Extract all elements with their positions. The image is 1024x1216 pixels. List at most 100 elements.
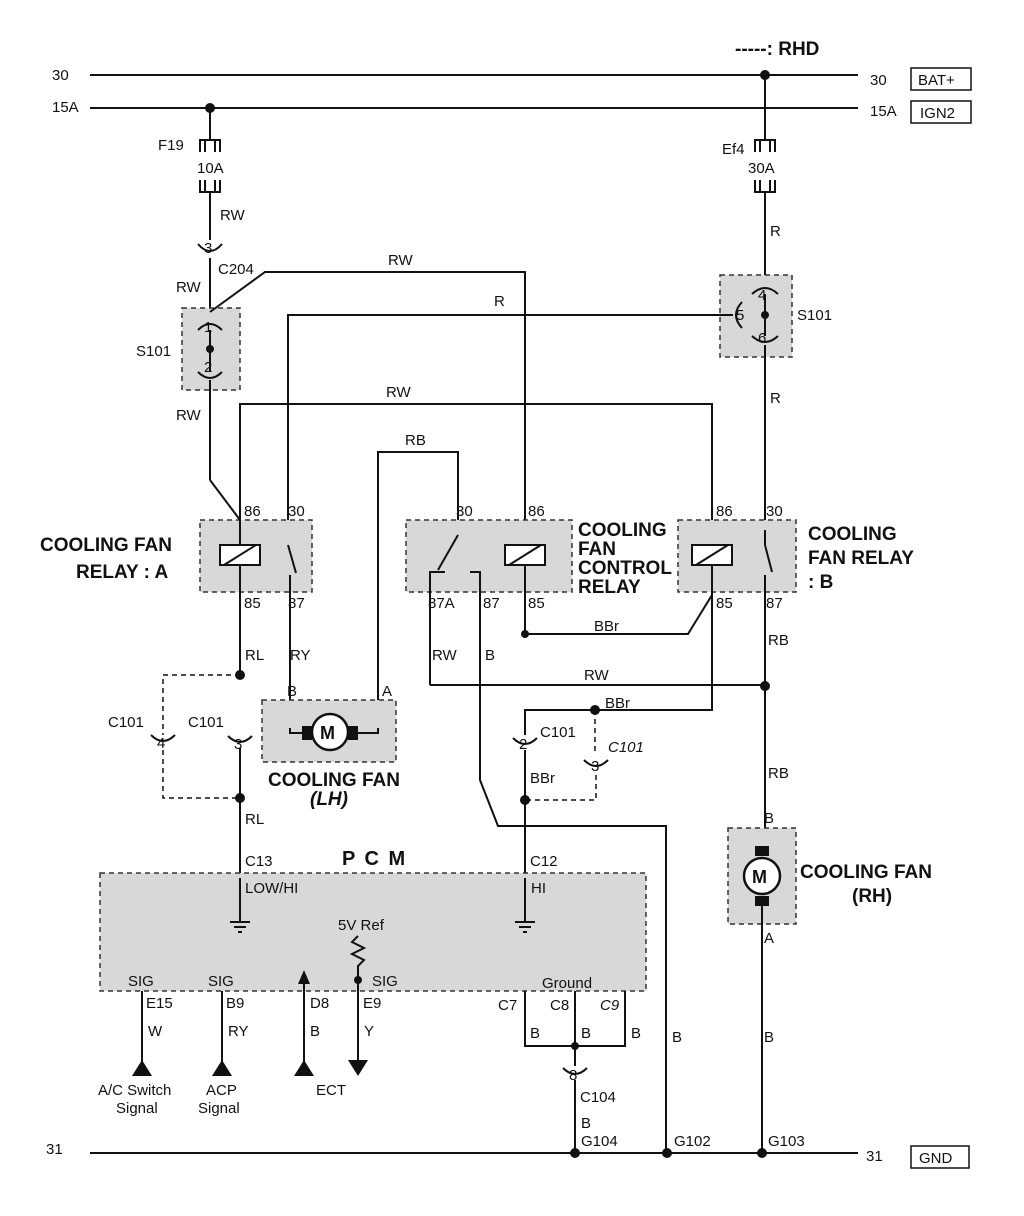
ac-switch-signal: A/C Switch (98, 1082, 171, 1099)
cooling-fan-control-relay: 30 86 87A 87 85 (405, 503, 667, 1153)
fan-rh-label: COOLING FAN (800, 862, 932, 883)
svg-text:Ground: Ground (542, 975, 592, 992)
cooling-fan-relay-b: 86 30 85 87 (677, 503, 797, 850)
svg-text:IGN2: IGN2 (920, 105, 955, 122)
svg-text:BAT+: BAT+ (918, 72, 955, 89)
svg-text:BBr: BBr (594, 618, 619, 635)
svg-text:30: 30 (456, 503, 473, 520)
svg-text:C101: C101 (108, 714, 144, 731)
svg-text:15A: 15A (52, 99, 79, 116)
svg-text:B: B (672, 1029, 682, 1046)
svg-text:30: 30 (766, 503, 783, 520)
svg-text:C9: C9 (600, 997, 620, 1014)
relay-a-label: COOLING FAN (40, 535, 172, 556)
svg-text:C104: C104 (580, 1089, 616, 1106)
cooling-fan-rh: M A B (727, 827, 797, 1153)
svg-text:RW: RW (220, 207, 246, 224)
svg-text:FAN RELAY: FAN RELAY (808, 548, 914, 569)
svg-text:C12: C12 (530, 853, 558, 870)
svg-text:2: 2 (204, 359, 212, 376)
relay-b-label: COOLING (808, 524, 897, 545)
power-rails: 30 30 15A 15A 31 31 (46, 67, 897, 1165)
svg-text:85: 85 (244, 595, 261, 612)
svg-text:RB: RB (768, 765, 789, 782)
svg-text:2: 2 (519, 736, 527, 753)
svg-text:RW: RW (386, 384, 412, 401)
ground-g103: G103 (768, 1133, 805, 1150)
svg-text:B: B (631, 1025, 641, 1042)
svg-text:(LH): (LH) (310, 789, 348, 810)
svg-text:87: 87 (483, 595, 500, 612)
svg-text:B: B (581, 1025, 591, 1042)
svg-text:86: 86 (244, 503, 261, 520)
svg-text:RY: RY (228, 1023, 249, 1040)
svg-text:: B: : B (808, 572, 833, 593)
svg-text:A: A (382, 683, 392, 700)
control-relay-label: COOLING (578, 520, 667, 541)
svg-text:M: M (752, 867, 767, 887)
svg-text:B: B (485, 647, 495, 664)
svg-text:HI: HI (531, 880, 546, 897)
svg-text:E15: E15 (146, 995, 173, 1012)
acp-signal: ACP (206, 1082, 237, 1099)
svg-text:(RH): (RH) (852, 886, 892, 907)
svg-text:RW: RW (176, 407, 202, 424)
svg-text:RW: RW (432, 647, 458, 664)
svg-text:R: R (770, 390, 781, 407)
svg-text:86: 86 (528, 503, 545, 520)
ground-g104: G104 (581, 1133, 618, 1150)
svg-text:C204: C204 (218, 261, 254, 278)
svg-text:C8: C8 (550, 997, 569, 1014)
svg-text:31: 31 (866, 1148, 883, 1165)
svg-text:B: B (764, 810, 774, 827)
fan-lh-label: COOLING FAN (268, 770, 400, 791)
s101-left-label: S101 (136, 343, 171, 360)
svg-text:B: B (764, 1029, 774, 1046)
s101-right-label: S101 (797, 307, 832, 324)
svg-text:SIG: SIG (208, 973, 234, 990)
svg-text:86: 86 (716, 503, 733, 520)
svg-text:87: 87 (766, 595, 783, 612)
svg-text:8: 8 (569, 1067, 577, 1084)
svg-text:4: 4 (157, 735, 165, 752)
svg-text:RB: RB (768, 632, 789, 649)
svg-text:RW: RW (388, 252, 414, 269)
svg-text:R: R (770, 223, 781, 240)
svg-text:RL: RL (245, 647, 264, 664)
cooling-fan-lh: M B A (261, 683, 397, 763)
svg-text:P C M: P C M (342, 848, 407, 870)
svg-text:W: W (148, 1023, 163, 1040)
svg-text:5V Ref: 5V Ref (338, 917, 385, 934)
svg-text:30A: 30A (748, 160, 775, 177)
svg-text:6: 6 (758, 330, 766, 347)
svg-text:1: 1 (204, 319, 212, 336)
svg-text:RELAY: RELAY (578, 577, 641, 598)
ign2-tag: IGN2 (910, 100, 972, 124)
svg-text:SIG: SIG (372, 973, 398, 990)
svg-text:85: 85 (528, 595, 545, 612)
svg-text:30: 30 (288, 503, 305, 520)
ect-signal: ECT (316, 1082, 346, 1099)
fuse-f19: F19 10A (158, 108, 224, 240)
svg-text:B: B (287, 683, 297, 700)
svg-text:A: A (764, 930, 774, 947)
fuse-ef4: Ef4 30A (722, 75, 776, 280)
pcm-module: P C M C13 C12 LOW/HI HI 5V Ref SIG SIG S… (99, 848, 647, 995)
svg-text:RW: RW (176, 279, 202, 296)
svg-text:GND: GND (919, 1150, 953, 1167)
svg-text:15A: 15A (870, 103, 897, 120)
svg-text:RELAY : A: RELAY : A (76, 562, 168, 583)
svg-text:30: 30 (870, 72, 887, 89)
svg-text:C13: C13 (245, 853, 273, 870)
svg-text:B: B (310, 1023, 320, 1040)
svg-text:LOW/HI: LOW/HI (245, 880, 298, 897)
svg-text:85: 85 (716, 595, 733, 612)
svg-text:87: 87 (288, 595, 305, 612)
svg-text:Signal: Signal (198, 1100, 240, 1117)
connector-c204: 3 C204 (197, 240, 254, 318)
rhd-legend: -----: RHD (735, 39, 819, 60)
svg-text:4: 4 (758, 287, 766, 304)
svg-text:FAN: FAN (578, 539, 616, 560)
svg-text:C7: C7 (498, 997, 517, 1014)
